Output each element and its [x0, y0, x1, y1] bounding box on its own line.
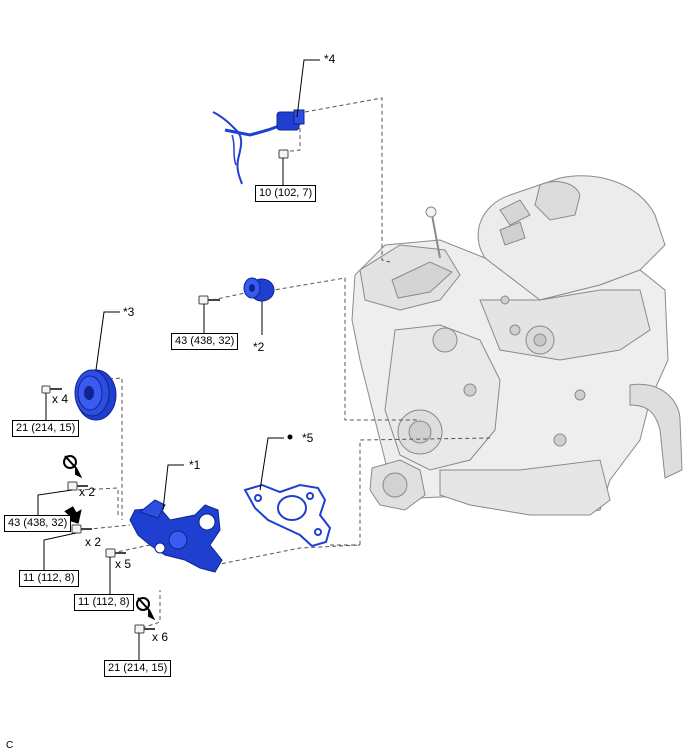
- torque-pump-a: 11 (112, 8): [19, 570, 79, 587]
- callout-1: *1: [189, 458, 201, 472]
- gasket: [243, 483, 332, 548]
- no-reuse-icon: [63, 455, 83, 479]
- qty-pulley: x 4: [52, 392, 69, 406]
- water-pump: [129, 499, 223, 573]
- crankshaft-pulley: [74, 369, 117, 421]
- torque-pump-bottom: 21 (214, 15): [104, 660, 172, 677]
- torque-pulley: 21 (214, 15): [12, 420, 80, 437]
- callout-3: *3: [123, 305, 135, 319]
- corner-label: C: [6, 740, 14, 751]
- sensor-part: [212, 109, 305, 185]
- torque-pump-upper: 43 (438, 32): [4, 515, 72, 532]
- torque-pump-b: 11 (112, 8): [74, 594, 134, 611]
- pulley-bolt: [41, 385, 62, 394]
- torque-sensor: 10 (102, 7): [255, 185, 317, 202]
- sensor-nut: [278, 149, 289, 159]
- callout-4: *4: [324, 52, 336, 66]
- pump-bolt-b: [105, 548, 126, 558]
- qty-pump-b: x 5: [115, 557, 132, 571]
- leader-lines: [37, 59, 320, 660]
- callout-5: *5: [302, 431, 314, 445]
- torque-idler: 43 (438, 32): [171, 333, 239, 350]
- pump-bolt-a: [71, 524, 92, 534]
- qty-pump-upper: x 2: [79, 485, 96, 499]
- callout-2: *2: [253, 340, 265, 354]
- gasket-dot-icon: [287, 434, 293, 440]
- pump-bolt-upper: [67, 481, 88, 491]
- qty-pump-bottom: x 6: [152, 630, 169, 644]
- idler-bolt: [198, 295, 220, 305]
- no-reuse-icon: [136, 597, 156, 621]
- qty-pump-a: x 2: [85, 535, 102, 549]
- idler-pulley: [243, 277, 275, 302]
- engine-assembly: [351, 175, 683, 516]
